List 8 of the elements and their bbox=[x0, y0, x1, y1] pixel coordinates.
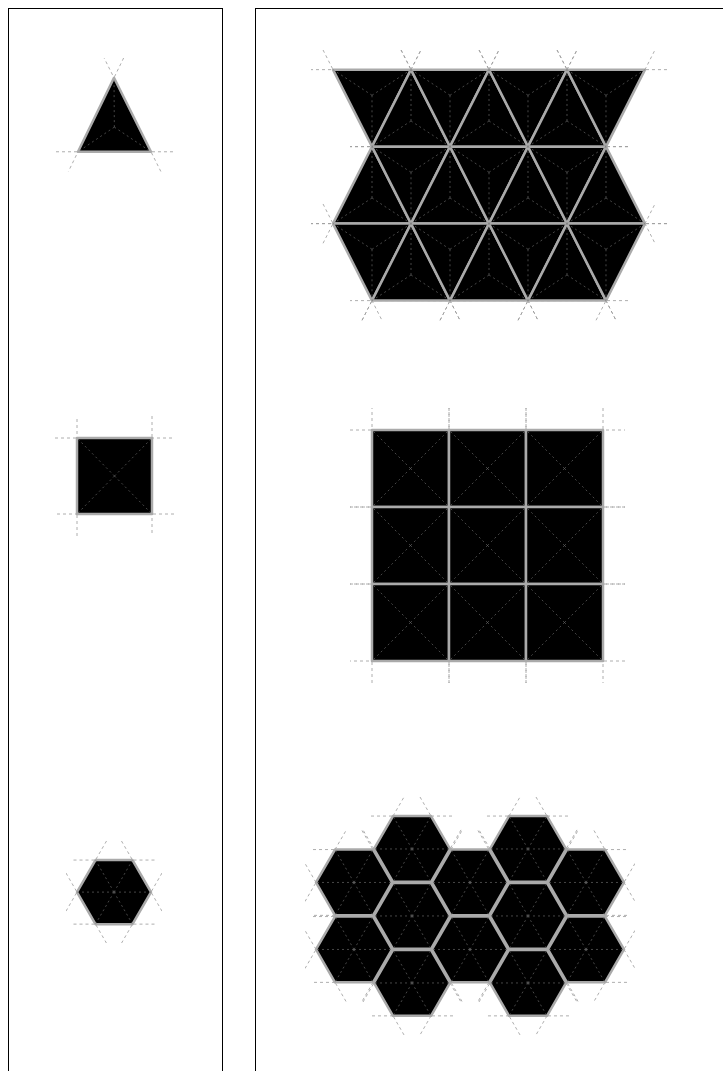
panel bbox=[255, 8, 723, 1071]
triangle-drawing bbox=[56, 58, 173, 172]
square-drawing bbox=[55, 416, 174, 536]
hexagon-tiling-drawing bbox=[305, 797, 635, 1035]
hexagon-drawing bbox=[66, 840, 162, 944]
square-tiling-drawing bbox=[350, 408, 625, 683]
panel bbox=[8, 8, 223, 1071]
triangle-tiling-drawing bbox=[311, 50, 667, 321]
